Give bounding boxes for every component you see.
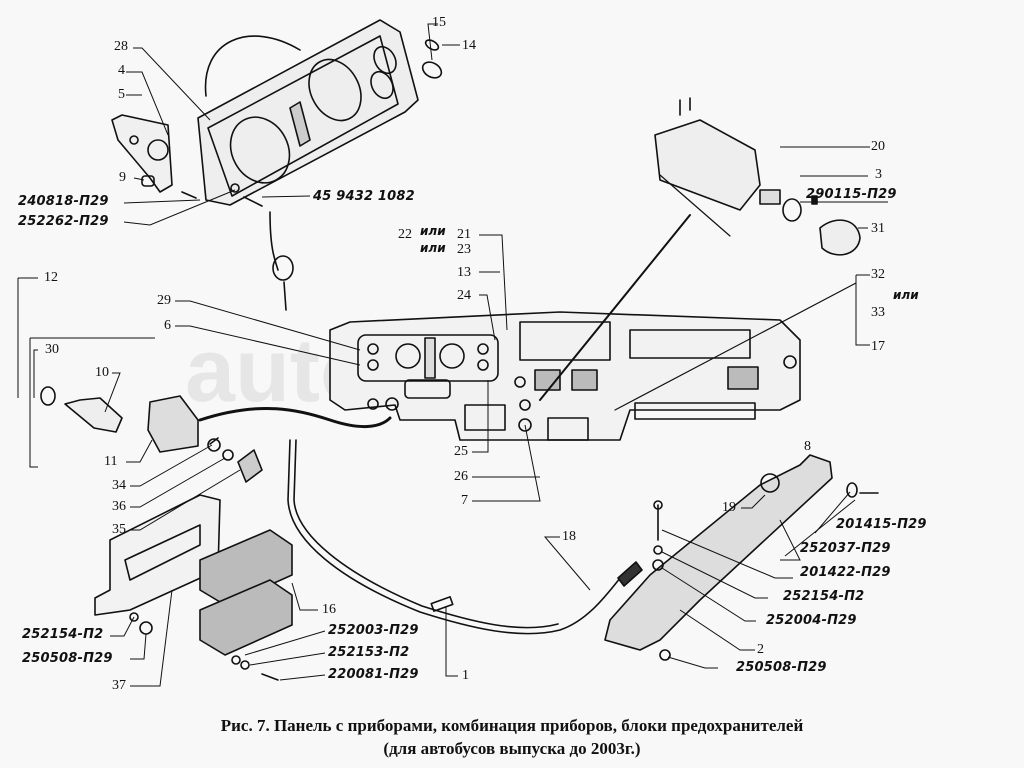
or-label: или bbox=[420, 241, 446, 255]
part-code-252262: 252262-П29 bbox=[18, 214, 109, 229]
callout-7: 7 bbox=[461, 493, 468, 508]
part-code-240818: 240818-П29 bbox=[18, 194, 109, 209]
callout-21: 21 bbox=[457, 227, 471, 242]
dashboard-panel bbox=[329, 311, 801, 441]
part-code-201415: 201415-П29 bbox=[836, 517, 927, 532]
callout-32: 32 bbox=[871, 267, 885, 282]
callout-14: 14 bbox=[462, 38, 476, 53]
fuse-blocks bbox=[199, 529, 293, 656]
part-code-252154-left: 252154-П2 bbox=[22, 627, 104, 642]
part-code-459432: 45 9432 1082 bbox=[313, 189, 415, 204]
callout-28: 28 bbox=[114, 39, 128, 54]
instrument-cluster bbox=[197, 19, 419, 206]
callout-35: 35 bbox=[112, 522, 126, 537]
callout-29: 29 bbox=[157, 293, 171, 308]
callout-8: 8 bbox=[804, 439, 811, 454]
part-code-220081: 220081-П29 bbox=[328, 667, 419, 682]
callout-20: 20 bbox=[871, 139, 885, 154]
callout-16: 16 bbox=[322, 602, 336, 617]
figure-caption-line2: (для автобусов выпуска до 2003г.) bbox=[383, 739, 641, 758]
part-code-250508-right: 250508-П29 bbox=[736, 660, 827, 675]
callout-2: 2 bbox=[757, 642, 764, 657]
callout-6: 6 bbox=[164, 318, 171, 333]
callout-31: 31 bbox=[871, 221, 885, 236]
callout-15: 15 bbox=[432, 15, 446, 30]
part-code-252037: 252037-П29 bbox=[800, 541, 891, 556]
part-code-252004: 252004-П29 bbox=[766, 613, 857, 628]
figure-caption-line1: Рис. 7. Панель с приборами, комбинация п… bbox=[220, 716, 804, 735]
callout-34: 34 bbox=[112, 478, 126, 493]
part-code-252154-right: 252154-П2 bbox=[783, 589, 865, 604]
callout-23: 23 bbox=[457, 242, 471, 257]
callout-13: 13 bbox=[457, 265, 471, 280]
or-label: или bbox=[893, 288, 919, 302]
callout-5: 5 bbox=[118, 87, 125, 102]
part-code-252003: 252003-П29 bbox=[328, 623, 419, 638]
leader-lines bbox=[17, 23, 888, 687]
callout-11: 11 bbox=[104, 454, 118, 469]
callout-36: 36 bbox=[112, 499, 126, 514]
callout-12: 12 bbox=[44, 270, 58, 285]
callout-3: 3 bbox=[875, 167, 882, 182]
callout-22: 22 bbox=[398, 227, 412, 242]
callout-18: 18 bbox=[562, 529, 576, 544]
part-code-252153: 252153-П2 bbox=[328, 645, 410, 660]
mounting-bracket bbox=[111, 114, 173, 193]
callout-9: 9 bbox=[119, 170, 126, 185]
callout-24: 24 bbox=[457, 288, 471, 303]
rheostat-switch bbox=[654, 97, 781, 211]
callout-19: 19 bbox=[722, 500, 736, 515]
pedal-bracket bbox=[604, 454, 833, 651]
part-code-250508-left: 250508-П29 bbox=[22, 651, 113, 666]
callout-1: 1 bbox=[462, 668, 469, 683]
callout-25: 25 bbox=[454, 444, 468, 459]
callout-30: 30 bbox=[45, 342, 59, 357]
part-code-290115: 290115-П29 bbox=[806, 187, 897, 202]
callout-33: 33 bbox=[871, 305, 885, 320]
callout-37: 37 bbox=[112, 678, 126, 693]
speedometer-cable bbox=[269, 211, 279, 271]
callout-4: 4 bbox=[118, 63, 125, 78]
callout-17: 17 bbox=[871, 339, 885, 354]
callout-10: 10 bbox=[95, 365, 109, 380]
or-label: или bbox=[420, 224, 446, 238]
callout-26: 26 bbox=[454, 469, 468, 484]
part-code-201422: 201422-П29 bbox=[800, 565, 891, 580]
